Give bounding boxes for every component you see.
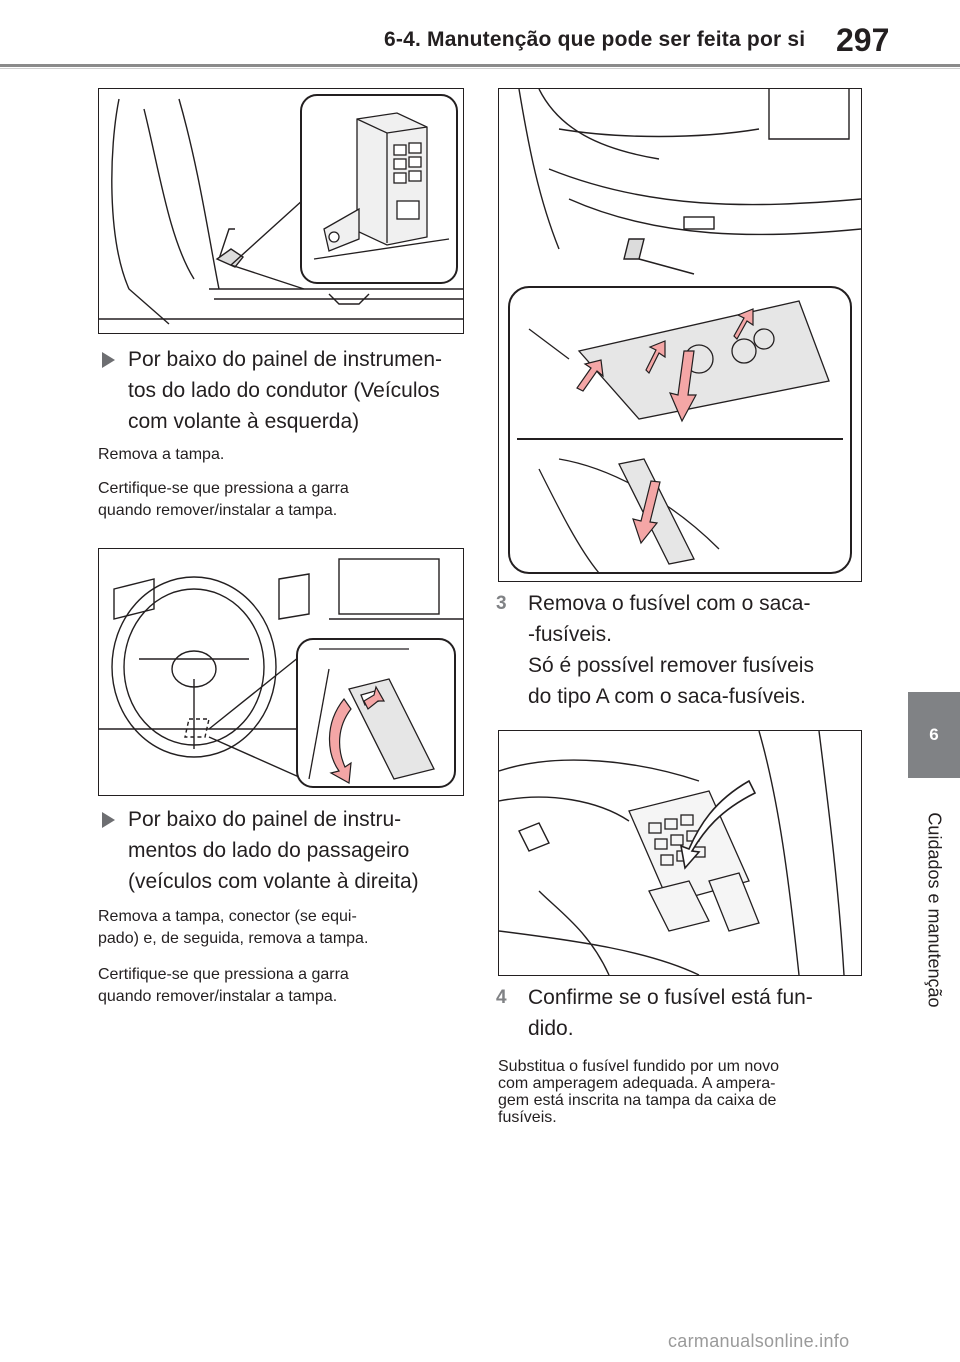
bullet-arrow-icon: [102, 812, 115, 828]
text-line: quando remover/instalar a tampa.: [98, 988, 338, 1005]
text-line: Substitua o fusível fundido por um novo: [498, 1058, 780, 1075]
step-line: dido.: [528, 1017, 574, 1040]
text-line: Certifique-se que pressiona a garra: [98, 966, 349, 983]
text-line: quando remover/instalar a tampa.: [98, 502, 338, 519]
text-line: com amperagem adequada. A ampera-: [498, 1075, 776, 1092]
text-line: pado) e, de seguida, remova a tampa.: [98, 930, 369, 947]
pull-down-arrow-icon: [632, 480, 661, 545]
pull-down-arrow-icon: [668, 350, 698, 423]
step-number: 4: [496, 987, 507, 1008]
bullet-line: Por baixo do painel de instru-: [128, 808, 402, 831]
bullet-driver-side: Por baixo do painel de instrumen- tos do…: [98, 344, 488, 437]
release-arrow-icon: [645, 340, 666, 375]
text-line: Remova a tampa, conector (se equi-: [98, 908, 357, 925]
pointer-arrow-icon: [679, 779, 757, 870]
instruction-note: Certifique-se que pressiona a garra quan…: [98, 478, 458, 522]
bullet-arrow-icon: [102, 352, 115, 368]
header-rule: [0, 64, 960, 67]
step-number: 3: [496, 593, 507, 614]
bullet-line: tos do lado do condutor (Veículos: [128, 379, 440, 402]
illustration-fuse-puller: [499, 731, 845, 975]
step-line: do tipo A com o saca-fusíveis.: [528, 685, 806, 708]
step-line: Só é possível remover fusíveis: [528, 654, 814, 677]
release-arrow-icon: [576, 359, 604, 392]
step-line: Remova o fusível com o saca-: [528, 592, 811, 615]
bullet-line: Por baixo do painel de instrumen-: [128, 348, 443, 371]
text-line: gem está inscrita na tampa da caixa de: [498, 1092, 777, 1109]
illustration-dashboard-cover: [508, 89, 861, 574]
bullet-passenger-side: Por baixo do painel de instru- mentos do…: [98, 804, 488, 897]
chapter-title: Cuidados e manutenção: [924, 812, 945, 1008]
figure-fuse-puller: [498, 730, 862, 976]
figure-fuse-box-location-1: [98, 88, 464, 334]
bullet-line: com volante à esquerda): [128, 410, 360, 433]
text-line: fusíveis.: [498, 1109, 557, 1126]
figure-dashboard-cover-removal: [498, 88, 862, 582]
illustration-steering-cover: [99, 558, 463, 788]
claw-arrow-icon: [363, 685, 386, 710]
page-number: 297: [836, 22, 890, 58]
instruction-text: Remova a tampa.: [98, 444, 458, 466]
chapter-number: 6: [929, 725, 939, 744]
step-3: 3 Remova o fusível com o saca- -fusíveis…: [494, 588, 898, 712]
chapter-tab: 6: [908, 692, 960, 778]
bullet-line: (veículos com volante à direita): [128, 870, 419, 893]
instruction-text: Remova a tampa, conector (se equi- pado)…: [98, 906, 458, 950]
illustration-fuse-box-1: [99, 94, 463, 325]
instruction-note: Certifique-se que pressiona a garra quan…: [98, 964, 458, 1008]
watermark: carmanualsonline.info: [668, 1331, 850, 1351]
step-line: -fusíveis.: [528, 623, 613, 646]
replacement-instructions: Substitua o fusível fundido por um novo …: [498, 1058, 868, 1126]
step-4: 4 Confirme se o fusível está fun- dido.: [494, 982, 898, 1044]
text-line: Certifique-se que pressiona a garra: [98, 480, 349, 497]
bullet-line: mentos do lado do passageiro: [128, 839, 410, 862]
header-rule-thin: [0, 68, 960, 69]
release-arrow-icon: [733, 308, 754, 340]
step-line: Confirme se o fusível está fun-: [528, 986, 813, 1009]
figure-steering-wheel-cover: [98, 548, 464, 796]
text-line: Remova a tampa.: [98, 446, 225, 463]
section-title: 6-4. Manutenção que pode ser feita por s…: [384, 28, 806, 51]
removal-arrow-icon: [328, 697, 352, 784]
